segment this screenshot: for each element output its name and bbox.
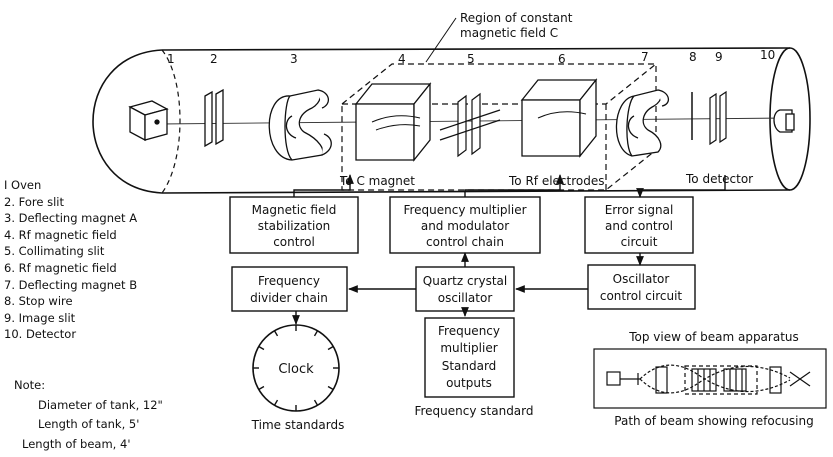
quartz-line-2: oscillator [438, 291, 493, 305]
mag-stab-line-3: control [273, 235, 315, 249]
note-line: Diameter of tank, 12" [38, 397, 163, 412]
block-labels: Magnetic field stabilization control Fre… [250, 203, 682, 390]
block-diagram [229, 174, 726, 398]
connector [293, 174, 354, 197]
top-view-beam-path [639, 364, 791, 393]
detector [773, 109, 795, 133]
tank-number: 2 [210, 52, 218, 66]
clock-tick [327, 385, 334, 391]
tank-number: 1 [167, 52, 175, 66]
freq-mult-std-line-4: outputs [446, 376, 492, 390]
frequency-standard-label: Frequency standard [414, 404, 533, 418]
note-line: Length of beam, 4' [22, 436, 131, 451]
frequency-multiplier-standard-box [424, 317, 515, 398]
clock-tick [313, 330, 319, 337]
legend-item: 2. Fore slit [4, 194, 64, 209]
osc-control-line-1: Oscillator [613, 272, 670, 286]
to-c-magnet-label: To C magnet [339, 174, 415, 188]
tank-number: 9 [715, 50, 723, 64]
top-view-caption: Path of beam showing refocusing [614, 414, 813, 428]
freq-mult-std-line-3: Standard [442, 359, 497, 373]
to-detector-label: To detector [685, 172, 753, 186]
top-view-oven [606, 371, 621, 386]
collimating-slit [439, 92, 501, 158]
top-view-magnet-b [769, 366, 782, 394]
tank-number: 8 [689, 50, 697, 64]
legend-item: 5. Collimating slit [4, 244, 105, 259]
top-view-magnet-a [655, 366, 668, 394]
osc-control-line-2: control circuit [600, 289, 683, 303]
tank-number: 10 [760, 48, 775, 62]
note-line: Length of tank, 5' [38, 417, 140, 431]
clock-tick [273, 330, 279, 337]
legend-item: 6. Rf magnetic field [4, 260, 117, 275]
freq-mult-std-line-2: multiplier [440, 341, 497, 355]
freq-divider-line-2: divider chain [250, 291, 328, 305]
mag-stab-line-1: Magnetic field [252, 203, 337, 217]
clock-tick [258, 345, 265, 351]
freq-divider-line-1: Frequency [258, 274, 320, 288]
callout-line-2: magnetic field C [460, 26, 558, 40]
tank-number: 6 [558, 52, 566, 66]
quartz-line-1: Quartz crystal [423, 274, 507, 288]
legend-item: I Oven [4, 178, 42, 192]
clock-tick [327, 345, 334, 351]
error-signal-line-1: Error signal [605, 203, 674, 217]
image-slit [709, 90, 727, 146]
callout-line-1: Region of constant [460, 11, 573, 25]
fore-slit [204, 88, 224, 148]
tank-number: 5 [467, 52, 475, 66]
legend-item: 4. Rf magnetic field [4, 227, 117, 242]
freq-mult-std-line-1: Frequency [438, 324, 500, 338]
mag-stab-line-2: stabilization [258, 219, 331, 233]
frequency-divider-box [231, 266, 348, 312]
clock [252, 324, 340, 412]
legend-item: 10. Detector [4, 327, 77, 342]
rf-magnetic-field-6 [520, 78, 598, 158]
top-view-title: Top view of beam apparatus [628, 330, 799, 344]
top-view-diagram [593, 348, 827, 409]
legend-item: 9. Image slit [4, 310, 76, 325]
clock-tick [273, 399, 279, 406]
connector [464, 174, 564, 197]
connector [636, 175, 726, 198]
oven [128, 100, 169, 142]
to-rf-electrodes-label: To Rf electrodes [508, 174, 605, 188]
freq-mult-mod-line-2: and modulator [421, 219, 509, 233]
clock-label: Clock [278, 362, 314, 377]
error-signal-line-3: circuit [621, 235, 658, 249]
clock-tick [258, 385, 265, 391]
top-view-region [684, 365, 758, 395]
top-view-frame [593, 348, 827, 409]
tank-number: 4 [398, 52, 406, 66]
freq-mult-mod-line-3: control chain [426, 235, 504, 249]
callout-leader [425, 17, 457, 63]
field-region-callout: Region of constant magnetic field C [425, 11, 573, 63]
time-standards-label: Time standards [251, 418, 345, 432]
note: Note: Diameter of tank, 12" Length of ta… [14, 376, 163, 454]
legend-item: 7. Deflecting magnet B [4, 277, 138, 292]
tank-number: 3 [290, 52, 298, 66]
freq-mult-mod-line-1: Frequency multiplier [403, 203, 526, 217]
rf-magnetic-field-4 [354, 82, 432, 162]
error-signal-line-2: and control [605, 219, 673, 233]
tank-number-labels: 1 2 3 4 5 6 7 8 9 10 [167, 48, 775, 66]
tank-number: 7 [641, 50, 649, 64]
legend-item: 8. Stop wire [4, 294, 73, 309]
note-title: Note: [14, 378, 46, 392]
clock-tick [313, 399, 319, 406]
legend-item: 3. Deflecting magnet A [4, 211, 138, 226]
clock-ticks [253, 325, 339, 411]
deflecting-magnet-a [268, 89, 332, 161]
component-legend: I Oven 2. Fore slit 3. Deflecting magnet… [4, 177, 137, 343]
deflecting-magnet-b [615, 89, 669, 157]
